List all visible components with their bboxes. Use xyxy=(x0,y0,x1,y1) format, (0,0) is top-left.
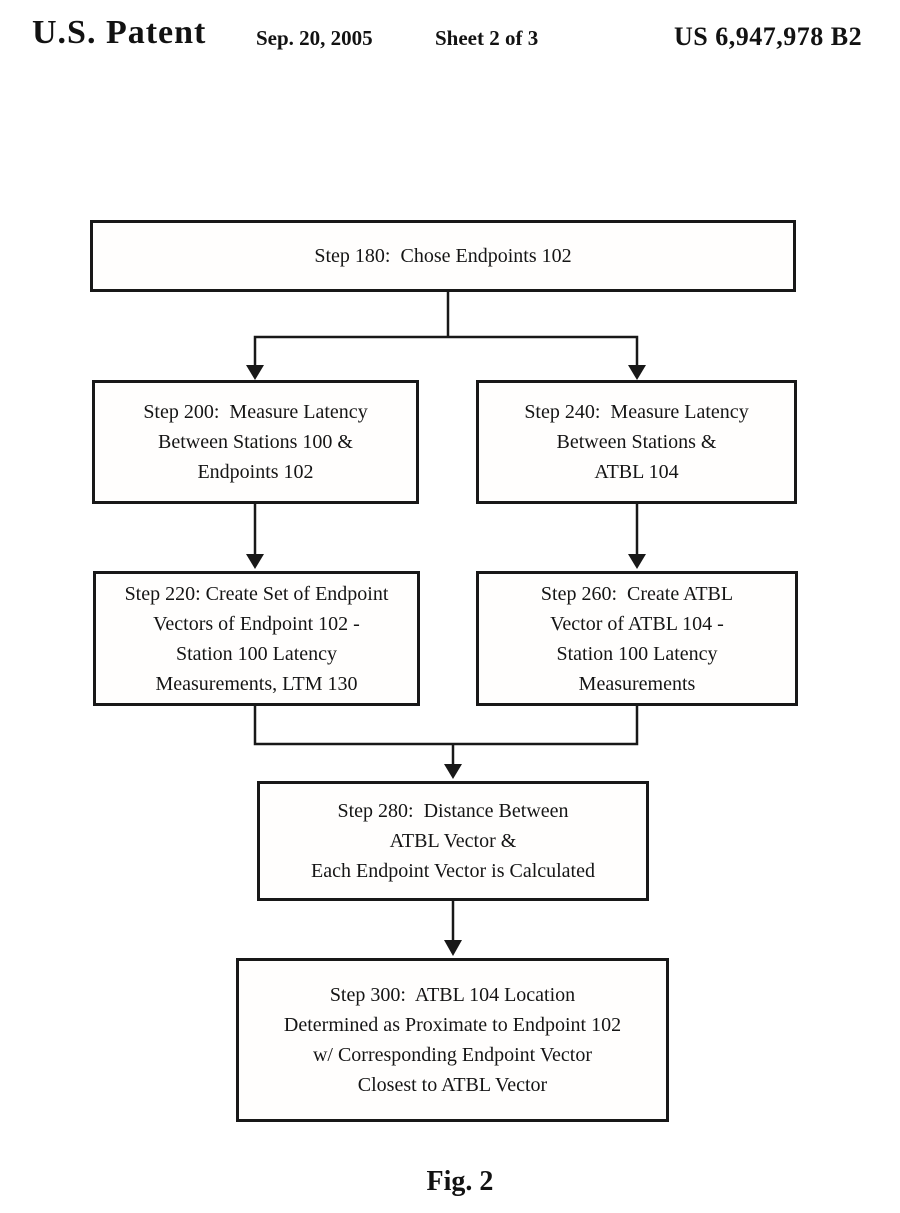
box-text-line: Determined as Proximate to Endpoint 102 xyxy=(283,1014,622,1036)
box-text-line: Step 200: Measure Latency xyxy=(143,401,368,423)
box-text-line: Measurements, LTM 130 xyxy=(155,672,358,695)
box-text-line: Each Endpoint Vector is Calculated xyxy=(311,860,595,882)
box-text-line: ATBL Vector & xyxy=(389,830,517,852)
arrowhead-to-step-300 xyxy=(444,940,462,956)
flowchart-box-step-240: Step 240: Measure Latency Between Statio… xyxy=(476,380,797,504)
flowchart-box-step-280: Step 280: Distance Between ATBL Vector &… xyxy=(257,781,649,901)
box-text-line: w/ Corresponding Endpoint Vector xyxy=(312,1044,593,1066)
box-text-line: Between Stations & xyxy=(556,431,717,453)
connector-merge-bar xyxy=(253,706,639,746)
box-text-line: Vector of ATBL 104 - xyxy=(550,612,724,635)
box-text-line: Endpoints 102 xyxy=(197,461,314,483)
flowchart-box-step-220: Step 220: Create Set of Endpoint Vectors… xyxy=(93,571,420,706)
box-text-line: Between Stations 100 & xyxy=(158,431,353,453)
flowchart-box-step-300: Step 300: ATBL 104 Location Determined a… xyxy=(236,958,669,1122)
box-text-line: Measurements xyxy=(578,672,696,695)
flowchart-box-step-260: Step 260: Create ATBL Vector of ATBL 104… xyxy=(476,571,798,706)
arrowhead-to-step-280 xyxy=(444,764,462,779)
arrowhead-to-step-240 xyxy=(628,365,646,380)
figure-caption: Fig. 2 xyxy=(426,1166,494,1197)
patent-sheet-label: Sheet 2 of 3 xyxy=(435,26,539,50)
box-text-line: ATBL 104 xyxy=(594,461,679,483)
flowchart-box-step-200: Step 200: Measure Latency Between Statio… xyxy=(92,380,419,504)
patent-date: Sep. 20, 2005 xyxy=(256,26,373,50)
patent-number: US 6,947,978 B2 xyxy=(674,22,863,51)
arrowhead-to-step-260 xyxy=(628,554,646,569)
box-text-line: Step 260: Create ATBL xyxy=(540,582,734,605)
flowchart-box-step-180: Step 180: Chose Endpoints 102 xyxy=(90,220,796,292)
box-text-line: Step 240: Measure Latency xyxy=(524,401,749,423)
box-text-line: Step 280: Distance Between xyxy=(337,800,569,822)
arrowhead-to-step-220 xyxy=(246,554,264,569)
connector-split-bar xyxy=(253,335,639,367)
box-text-line: Station 100 Latency xyxy=(175,642,338,665)
box-text-line: Vectors of Endpoint 102 - xyxy=(153,612,360,635)
box-text-line: Step 220: Create Set of Endpoint xyxy=(124,582,389,605)
patent-office-label: U.S. Patent xyxy=(32,14,207,51)
box-text-line: Step 300: ATBL 104 Location xyxy=(329,984,576,1006)
arrowhead-to-step-200 xyxy=(246,365,264,380)
box-text-line: Station 100 Latency xyxy=(556,642,718,665)
box-text-line: Step 180: Chose Endpoints 102 xyxy=(314,245,572,267)
box-text-line: Closest to ATBL Vector xyxy=(357,1074,548,1096)
